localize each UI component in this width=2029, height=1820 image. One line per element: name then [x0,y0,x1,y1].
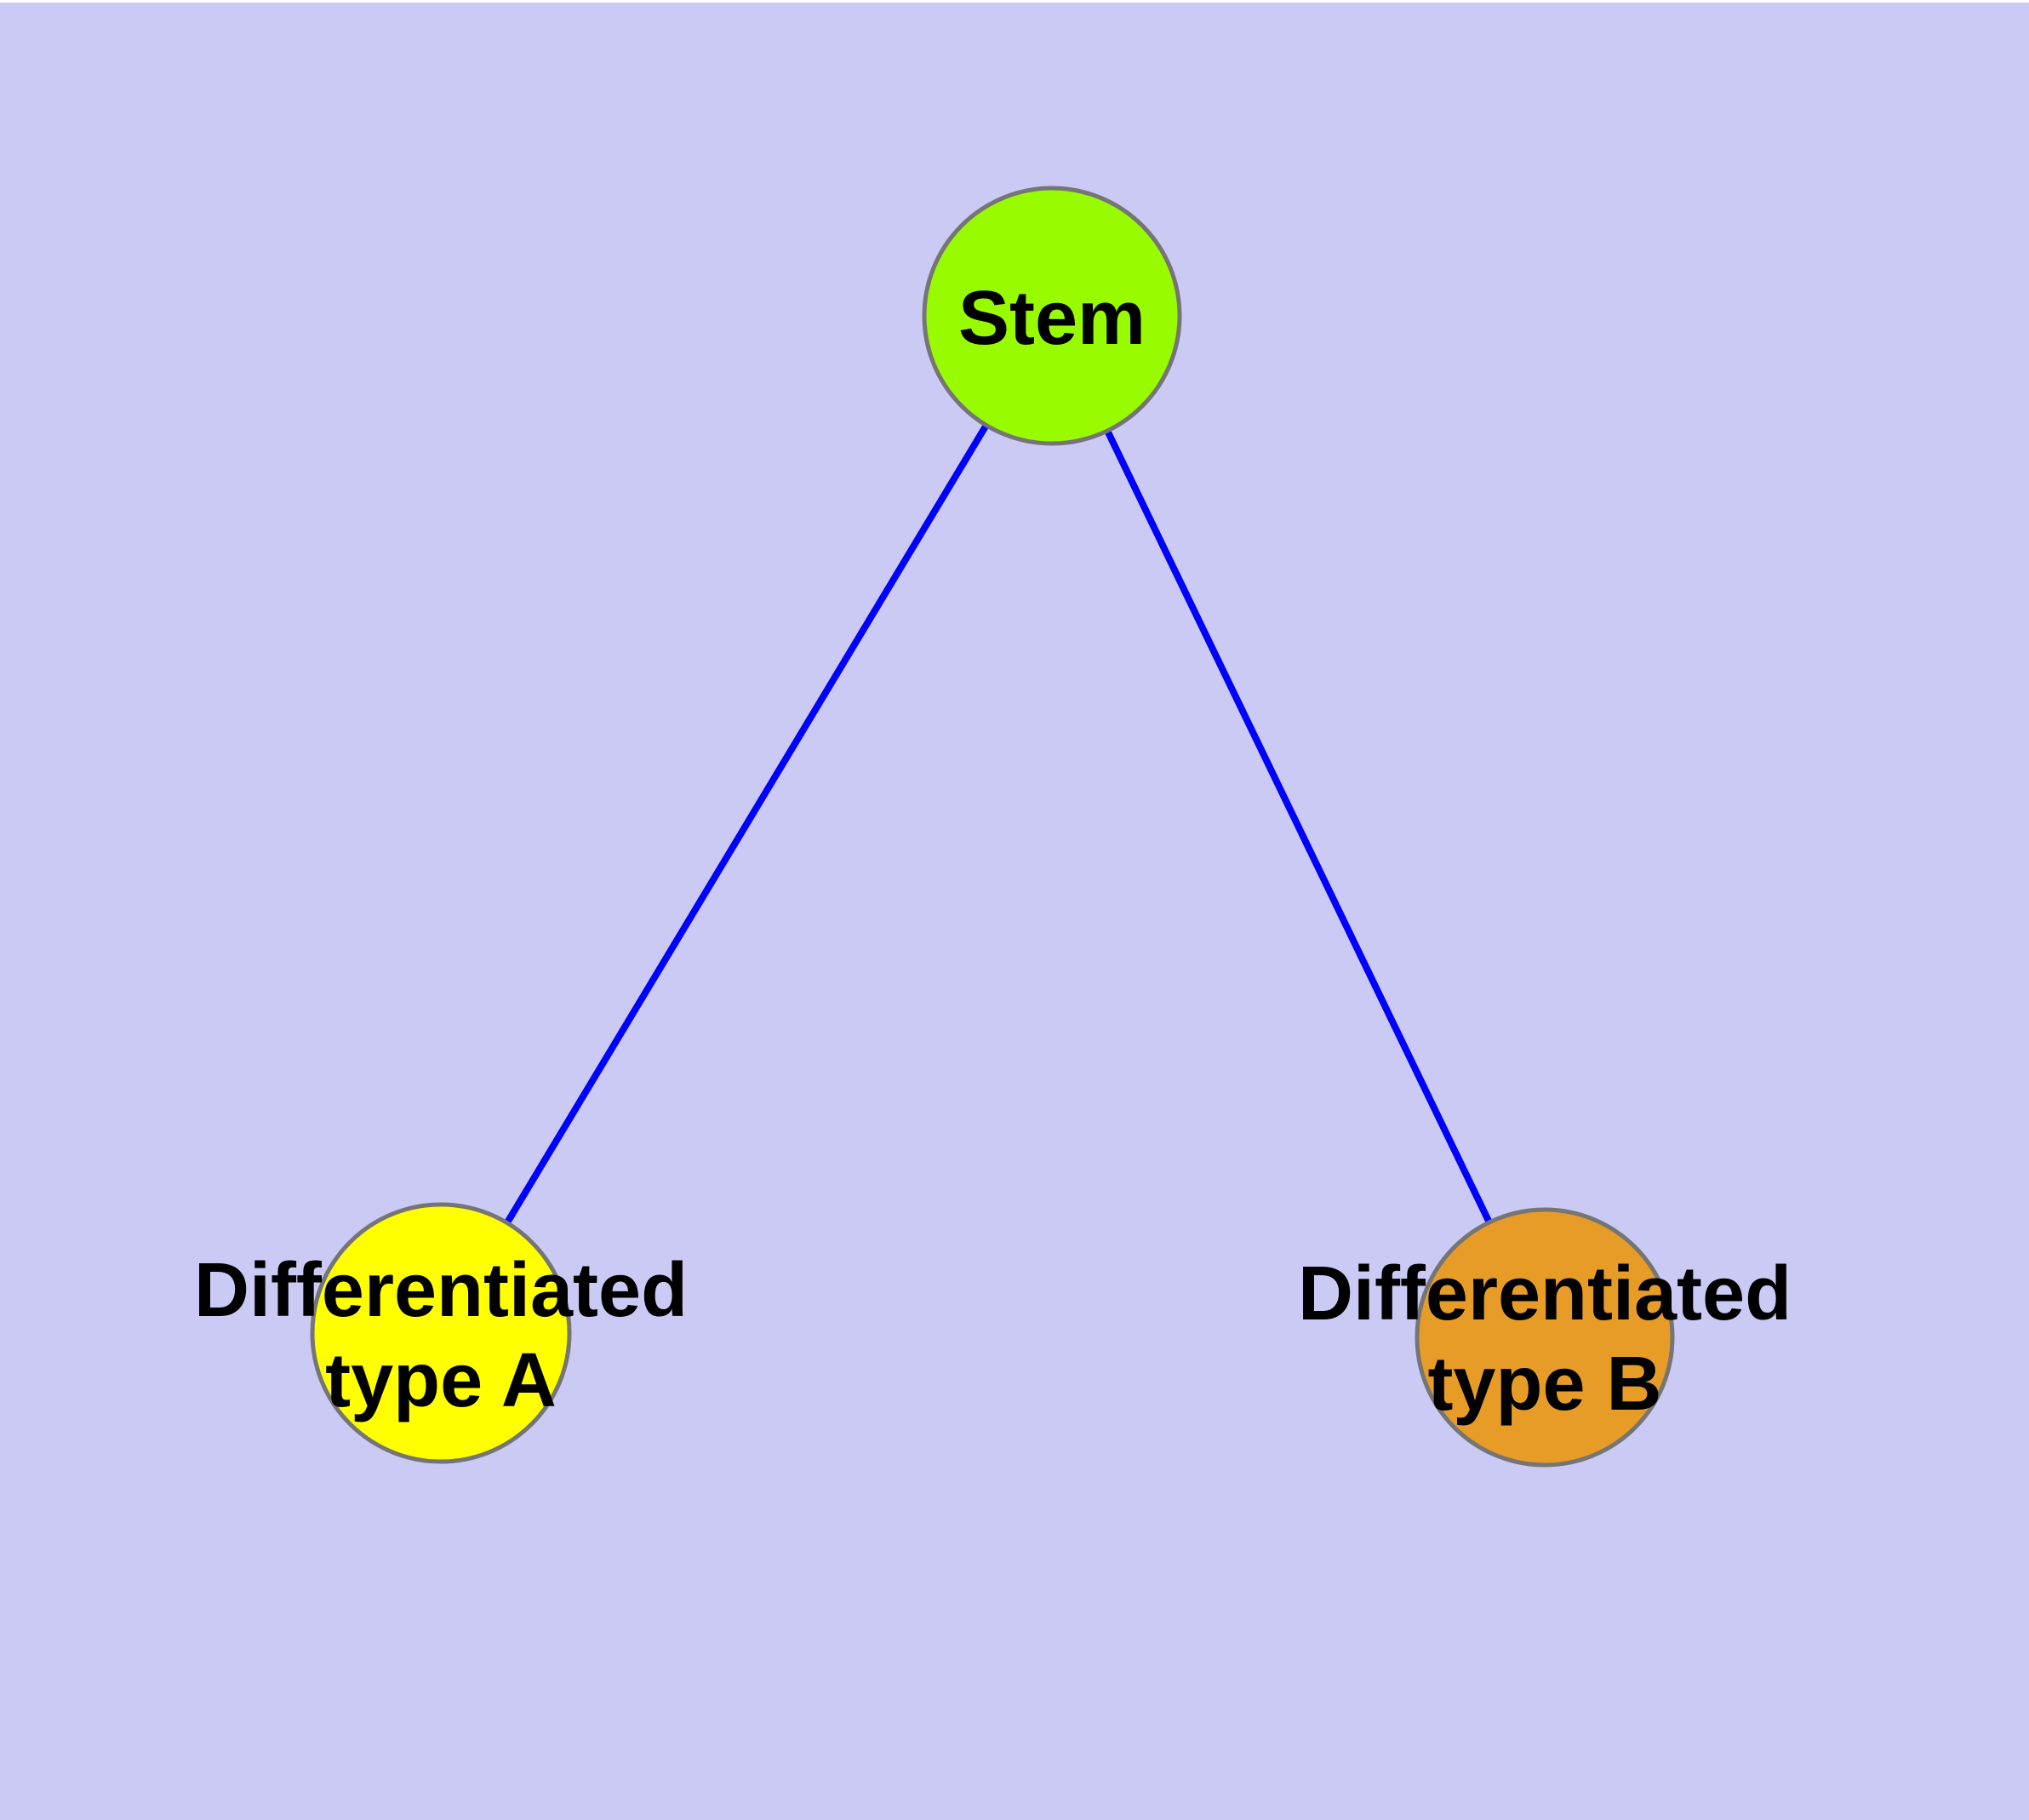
type-b-label-line1: Differentiated [1297,1251,1792,1336]
type-a-node-label: Differentiated type A [194,1245,688,1426]
type-b-node-label: Differentiated type B [1298,1249,1792,1429]
edge-stem-to-type-a [437,313,1055,1336]
type-a-label-line2: type A [325,1338,557,1423]
top-edge-strip [0,0,2029,3]
type-a-node-circle [310,1202,572,1464]
type-b-label-line2: type B [1427,1342,1662,1427]
stem-node-label: Stem [958,273,1146,363]
edge-group [437,313,1548,1339]
stem-node-circle [922,186,1182,446]
type-a-label-line1: Differentiated [193,1248,689,1333]
node-group [310,186,1675,1468]
stem-node-label-text: Stem [957,276,1146,361]
type-b-node-circle [1415,1207,1675,1468]
edge-stem-to-type-b [1049,314,1548,1339]
